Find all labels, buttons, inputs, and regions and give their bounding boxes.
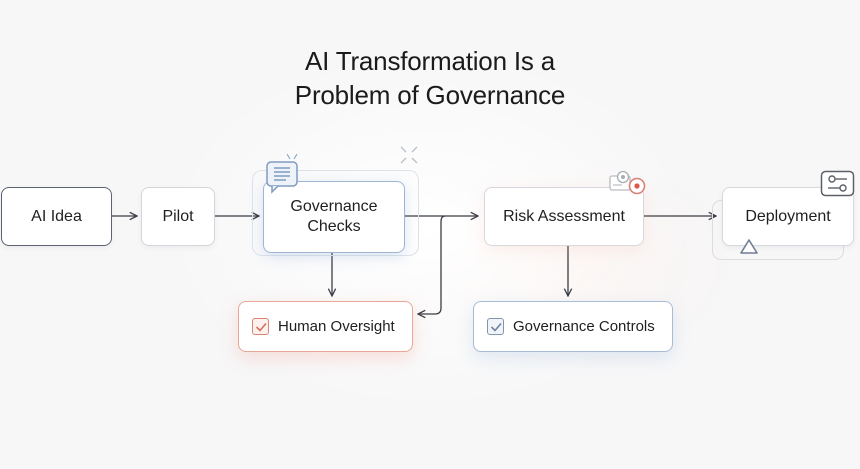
node-pilot[interactable]: Pilot	[141, 187, 215, 246]
checkbox-checked-icon	[487, 318, 504, 335]
edge-junction-human	[418, 215, 446, 314]
node-deployment-label: Deployment	[745, 207, 831, 225]
sliders-icon[interactable]	[820, 170, 856, 198]
node-human-oversight-label: Human Oversight	[278, 318, 395, 335]
diagram-title: AI Transformation Is a Problem of Govern…	[0, 44, 860, 112]
node-governance-checks-backplate	[252, 170, 419, 256]
title-line-1: AI Transformation Is a	[305, 46, 555, 76]
node-human-oversight[interactable]: Human Oversight	[238, 301, 413, 352]
alert-record-icon	[609, 170, 646, 195]
node-risk-assessment[interactable]: Risk Assessment	[484, 187, 644, 246]
node-governance-controls[interactable]: Governance Controls	[473, 301, 673, 352]
node-governance-checks[interactable]: Governance Checks	[263, 181, 405, 253]
node-deployment[interactable]: Deployment	[722, 187, 854, 246]
node-governance-checks-label-2: Checks	[307, 218, 361, 235]
node-governance-checks-label-1: Governance	[290, 198, 378, 215]
node-pilot-label: Pilot	[162, 207, 194, 225]
node-governance-controls-label: Governance Controls	[513, 318, 655, 335]
checkbox-checked-icon	[252, 318, 269, 335]
sparkle-icon	[400, 146, 418, 164]
node-ai-idea[interactable]: AI Idea	[1, 187, 112, 246]
triangle-warning-icon	[740, 239, 758, 254]
chat-document-icon	[266, 153, 298, 194]
node-risk-assessment-label: Risk Assessment	[503, 207, 625, 225]
node-ai-idea-label: AI Idea	[31, 207, 82, 225]
title-line-2: Problem of Governance	[294, 80, 566, 110]
